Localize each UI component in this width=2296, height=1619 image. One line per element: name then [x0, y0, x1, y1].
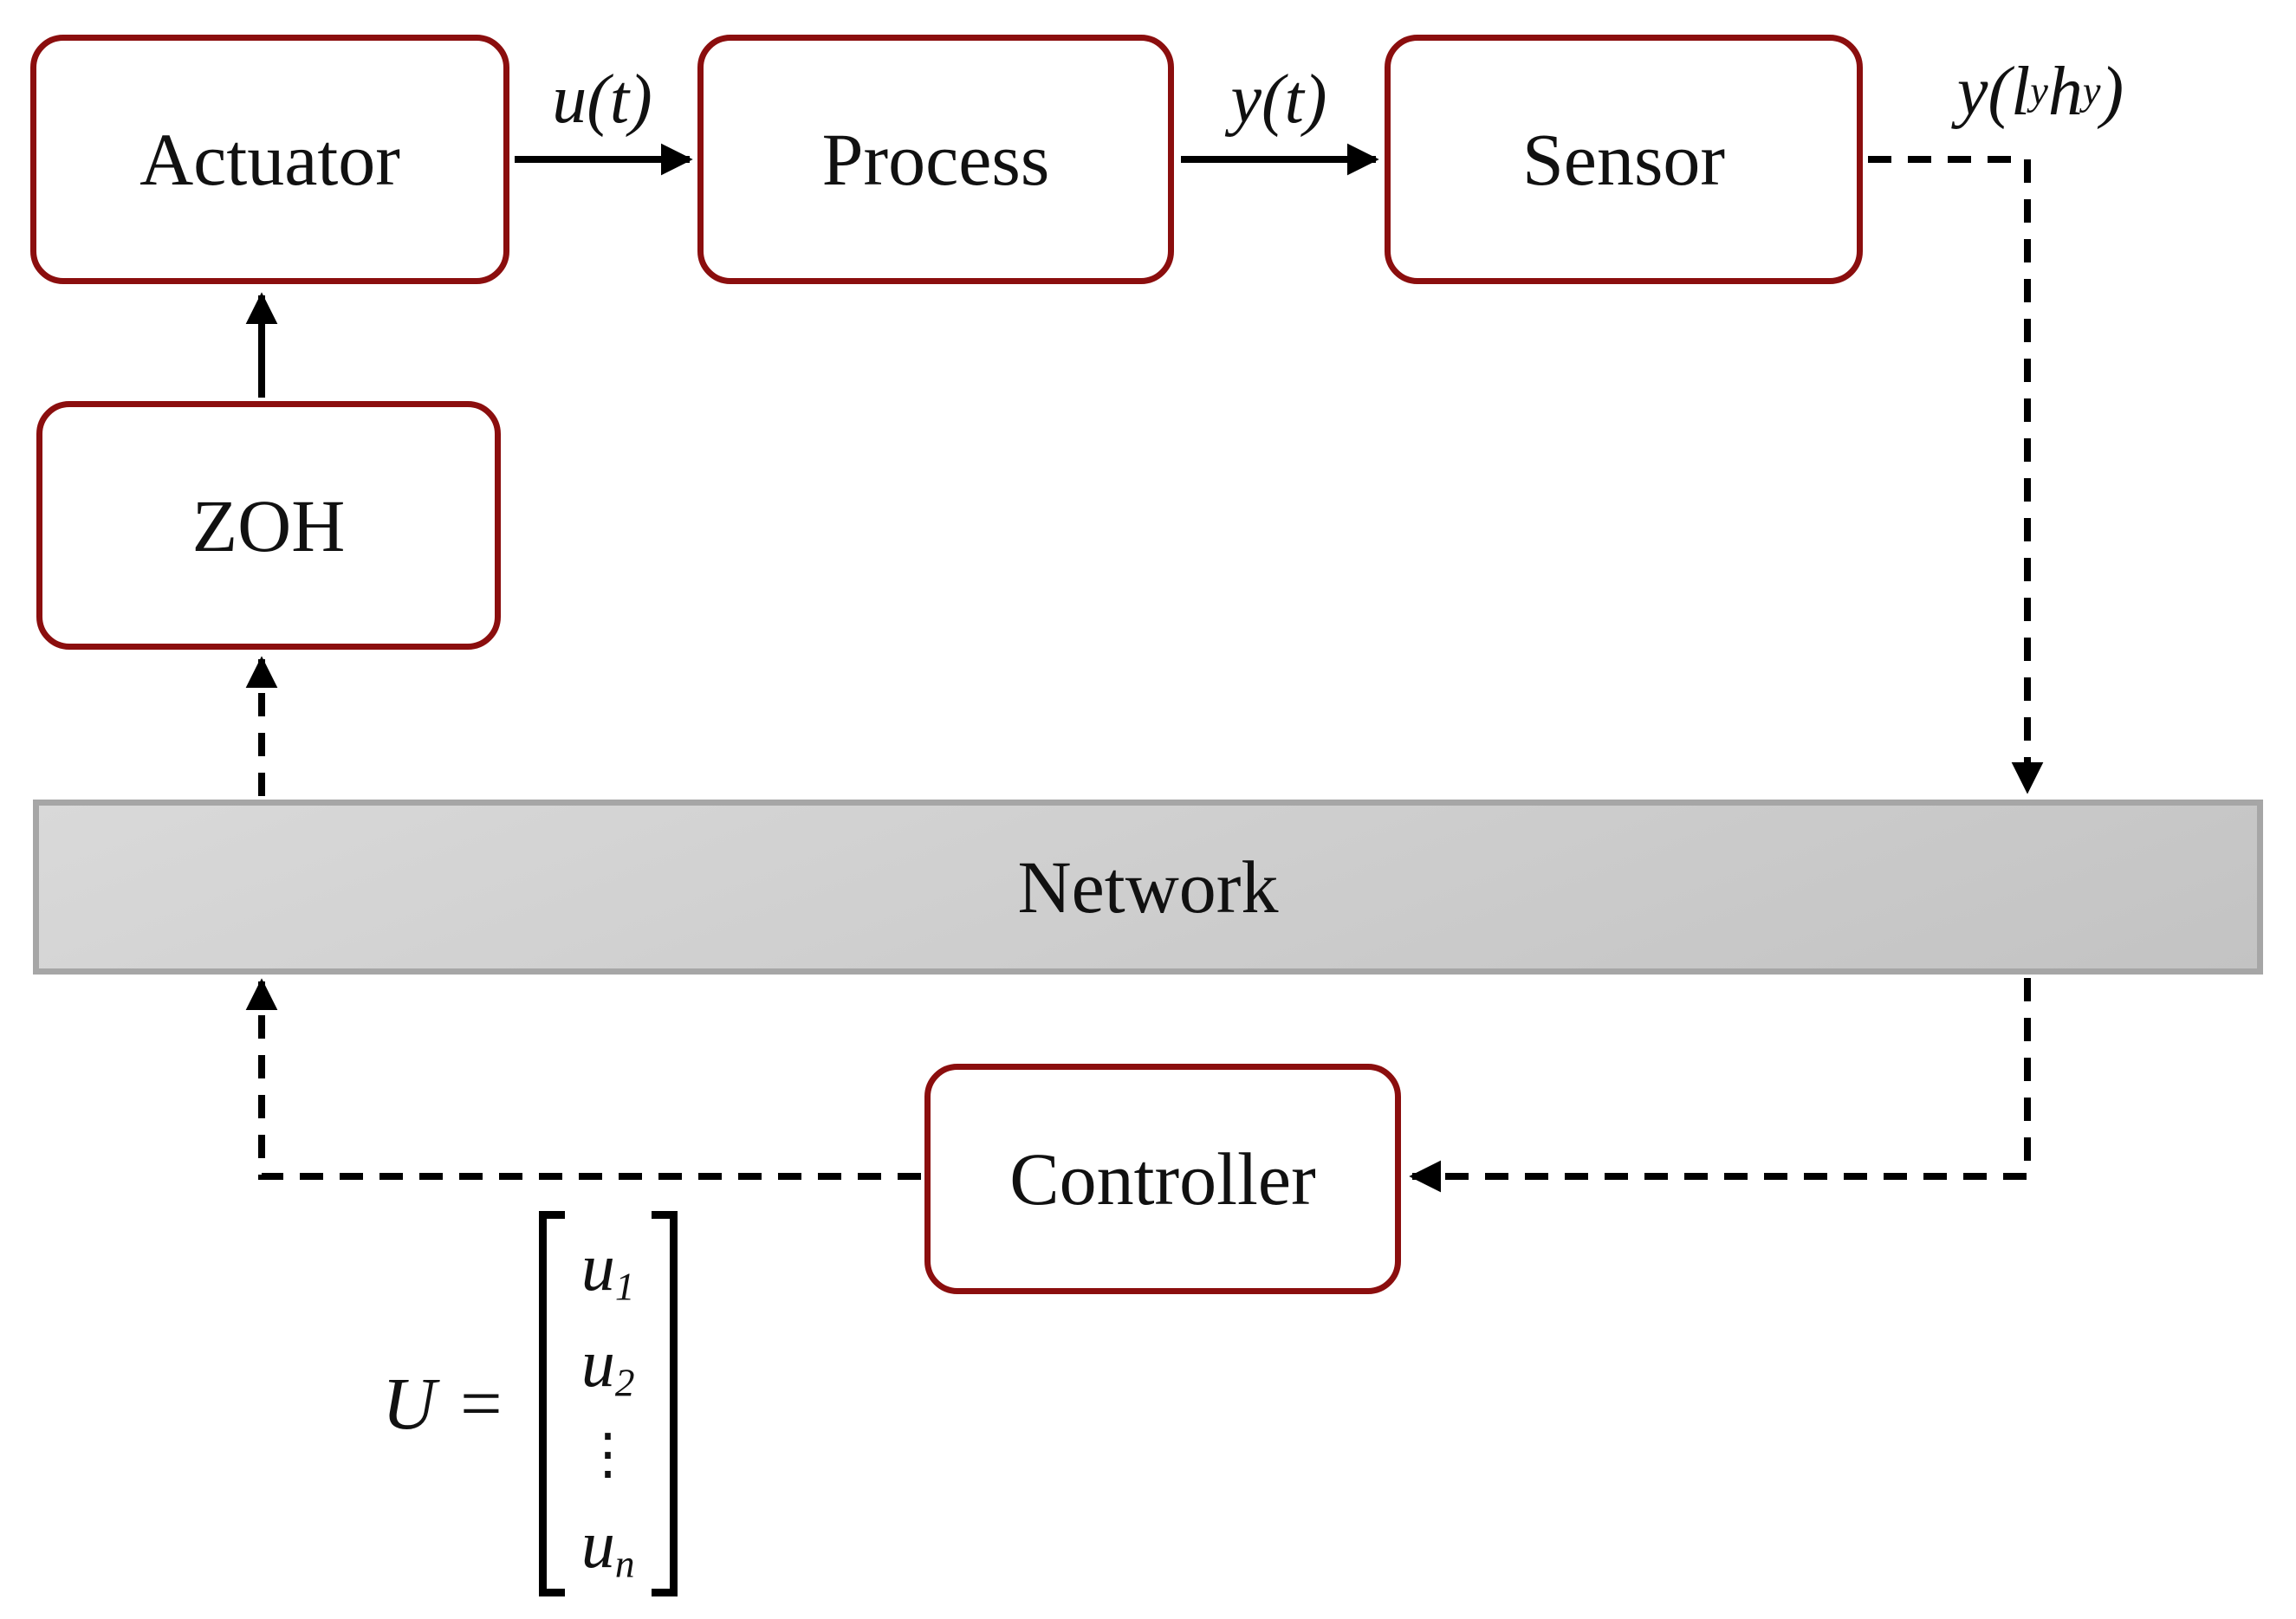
- column-vector: u1 u2 ⋮ un: [538, 1210, 678, 1596]
- equation-equals: =: [460, 1362, 503, 1445]
- arrow-controller-to-network: [245, 978, 921, 1180]
- vector-entry-u2: u2: [580, 1325, 635, 1405]
- zoh-node: ZOH: [36, 401, 501, 650]
- controller-node: Controller: [924, 1064, 1401, 1294]
- zoh-label: ZOH: [191, 483, 346, 567]
- network-label: Network: [1017, 845, 1279, 929]
- actuator-label: Actuator: [139, 118, 400, 201]
- signal-u-of-t: u(t): [552, 61, 652, 138]
- actuator-node: Actuator: [30, 35, 509, 284]
- sensor-node: Sensor: [1385, 35, 1863, 284]
- equation-lhs: U: [382, 1362, 437, 1445]
- controller-label: Controller: [1009, 1137, 1316, 1221]
- signal-y-of-t: y(t): [1230, 61, 1327, 138]
- arrow-sensor-to-network: [1868, 156, 2044, 794]
- vector-entry-vdots: ⋮: [580, 1421, 636, 1486]
- vector-entries: u1 u2 ⋮ un: [565, 1211, 652, 1596]
- sensor-label: Sensor: [1521, 118, 1726, 201]
- right-bracket: [651, 1210, 678, 1596]
- vector-entry-un: un: [580, 1506, 635, 1586]
- process-node: Process: [697, 35, 1174, 284]
- process-label: Process: [821, 118, 1050, 201]
- control-vector-equation: U = u1 u2 ⋮ un: [368, 1200, 678, 1607]
- network-bus: Network: [33, 800, 2263, 975]
- vector-entry-u1: u1: [580, 1228, 635, 1308]
- arrow-network-to-controller: [1409, 978, 2031, 1193]
- left-bracket: [538, 1210, 565, 1596]
